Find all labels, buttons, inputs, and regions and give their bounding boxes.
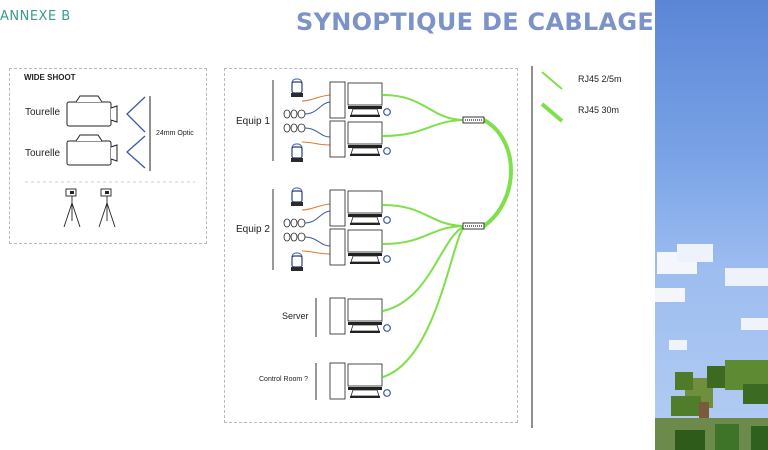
page-title: SYNOPTIQUE DE CABLAGE — [296, 8, 655, 36]
turret-bottom-label: Tourelle — [25, 148, 61, 159]
background-landscape-image — [655, 0, 768, 450]
annex-label: ANNEXE B — [0, 9, 71, 24]
server-label: Server — [282, 311, 309, 321]
wiring-panel — [224, 68, 518, 423]
equip2-label: Equip 2 — [236, 224, 270, 235]
station-number-4: 4 — [349, 243, 354, 252]
legend-thin-label: RJ45 2/5m — [578, 74, 622, 84]
optic-label: 24mm Optic — [156, 130, 194, 137]
station-number-3: 3 — [349, 204, 354, 213]
landscape-illustration — [655, 244, 768, 450]
wide-shoot-panel — [9, 68, 207, 244]
control-room-label: Control Room ? — [259, 376, 309, 383]
station-number-1: 1 — [349, 96, 354, 105]
legend-thin-line — [541, 71, 563, 90]
station-number-2: 2 — [349, 135, 354, 144]
legend-thick-line — [540, 102, 564, 123]
equip1-label: Equip 1 — [236, 116, 270, 127]
turret-top-label: Tourelle — [25, 107, 61, 118]
legend-thick-label: RJ45 30m — [578, 105, 620, 115]
wide-shoot-title: WIDE SHOOT — [24, 73, 76, 82]
